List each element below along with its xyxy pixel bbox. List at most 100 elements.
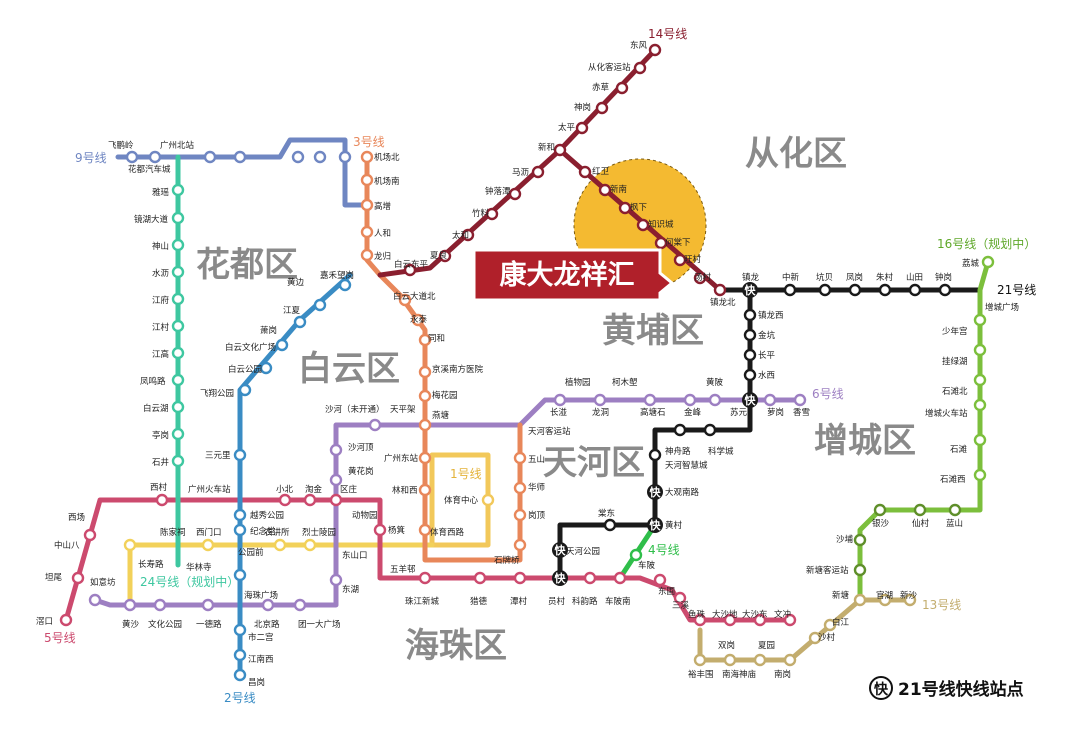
station-dot xyxy=(783,613,797,627)
station-dot xyxy=(88,593,102,607)
station-dot xyxy=(643,393,657,407)
station-dot xyxy=(201,538,215,552)
line-label-2: 2号线 xyxy=(224,691,256,705)
svg-text:快: 快 xyxy=(649,518,662,532)
station-label: 纪念堂 xyxy=(250,526,276,537)
station-dot xyxy=(59,613,73,627)
station-label: 永泰 xyxy=(410,314,428,325)
station-label: 车陂南 xyxy=(605,596,631,607)
svg-text:快: 快 xyxy=(554,571,567,585)
station-dot xyxy=(513,508,527,522)
station-label: 江村 xyxy=(152,322,170,333)
station-label: 官湖 xyxy=(876,590,893,601)
station-dot xyxy=(633,61,647,75)
line-label-16: 16号线（规划中） xyxy=(937,236,1036,251)
station-label: 农讲所 xyxy=(264,527,290,538)
station-dot xyxy=(763,393,777,407)
svg-text:快: 快 xyxy=(744,393,757,407)
svg-text:快: 快 xyxy=(554,543,567,557)
station-label: 银沙 xyxy=(872,518,890,529)
station-label: 镜湖大道 xyxy=(134,214,169,225)
station-label: 体育中心 xyxy=(444,495,479,506)
station-label: 新南 xyxy=(610,184,627,195)
station-label: 江高 xyxy=(152,349,169,360)
line-1-path xyxy=(429,452,491,548)
station-label: 神舟路 xyxy=(665,446,691,457)
station-label: 石滩西 xyxy=(940,474,966,485)
station-dot xyxy=(233,150,247,164)
legend-symbol: 快 xyxy=(874,681,889,698)
line-label-5: 5号线 xyxy=(44,631,76,645)
station-label: 潭村 xyxy=(510,596,528,607)
express-markers: 快 快 快 快 快 快 xyxy=(552,282,758,586)
station-dot xyxy=(233,508,247,522)
station-dot xyxy=(981,255,995,269)
station-label: 五羊邨 xyxy=(390,564,416,575)
station-label: 黄村 xyxy=(665,520,683,531)
station-dot xyxy=(513,451,527,465)
station-label: 增城广场 xyxy=(985,302,1019,313)
station-label: 烈士陵园 xyxy=(302,527,336,538)
callout-label: 康大龙祥汇 xyxy=(500,259,635,291)
station-label: 太和 xyxy=(452,230,469,241)
station-label: 岗顶 xyxy=(528,510,546,521)
station-dot xyxy=(338,278,352,292)
station-label: 何棠下 xyxy=(665,237,691,248)
station-label: 科学城 xyxy=(708,446,734,457)
station-dot xyxy=(648,43,662,57)
station-label: 朱村 xyxy=(876,272,894,283)
station-dot xyxy=(303,493,317,507)
station-dot xyxy=(438,249,452,263)
station-label: 沙村 xyxy=(818,632,836,643)
station-dot xyxy=(615,81,629,95)
station-dot xyxy=(818,283,832,297)
callout-banner: 康大龙祥汇 xyxy=(472,248,675,302)
station-label: 花都汽车城 xyxy=(128,164,171,175)
station-label: 新沙 xyxy=(900,590,918,601)
station-dot xyxy=(171,238,185,252)
station-label: 夏园 xyxy=(758,641,775,651)
station-dot xyxy=(329,573,343,587)
station-label: 石滩北 xyxy=(942,386,968,397)
line-label-3: 3号线 xyxy=(353,135,385,149)
station-dot xyxy=(575,121,589,135)
station-label: 棠东 xyxy=(598,508,615,519)
station-dot xyxy=(783,653,797,667)
station-dot xyxy=(171,346,185,360)
station-dot xyxy=(743,368,757,382)
station-dot xyxy=(293,315,307,329)
station-dot xyxy=(531,165,545,179)
station-dot xyxy=(418,333,432,347)
station-dot xyxy=(418,365,432,379)
station-dot xyxy=(673,423,687,437)
district-zengcheng: 增城区 xyxy=(814,421,916,461)
station-dot xyxy=(418,571,432,585)
station-label: 昌岗 xyxy=(248,677,265,688)
station-dot xyxy=(259,361,273,375)
station-label: 石井 xyxy=(152,457,169,468)
station-dot xyxy=(485,207,499,221)
station-dot xyxy=(360,248,374,262)
station-label: 高塘石 xyxy=(640,407,666,418)
station-dot xyxy=(398,293,412,307)
station-dot xyxy=(373,523,387,537)
station-label: 知识城 xyxy=(648,219,674,230)
station-dot xyxy=(171,292,185,306)
station-label: 体育西路 xyxy=(430,527,465,538)
station-dot xyxy=(913,503,927,517)
station-label: 雅瑶 xyxy=(152,187,170,198)
station-dot xyxy=(743,348,757,362)
station-dot xyxy=(360,225,374,239)
station-dot xyxy=(360,150,374,164)
station-label: 东湖 xyxy=(342,584,359,595)
station-dot xyxy=(753,613,767,627)
station-label: 西门口 xyxy=(196,527,222,538)
station-dot xyxy=(713,283,727,297)
station-dot xyxy=(201,598,215,612)
station-label: 黄陂 xyxy=(706,377,724,388)
station-label: 杨箕 xyxy=(388,525,406,536)
station-label: 一德路 xyxy=(196,619,222,630)
station-label: 三溪 xyxy=(672,600,690,611)
district-huangpu: 黄埔区 xyxy=(602,311,704,351)
station-dot xyxy=(848,283,862,297)
